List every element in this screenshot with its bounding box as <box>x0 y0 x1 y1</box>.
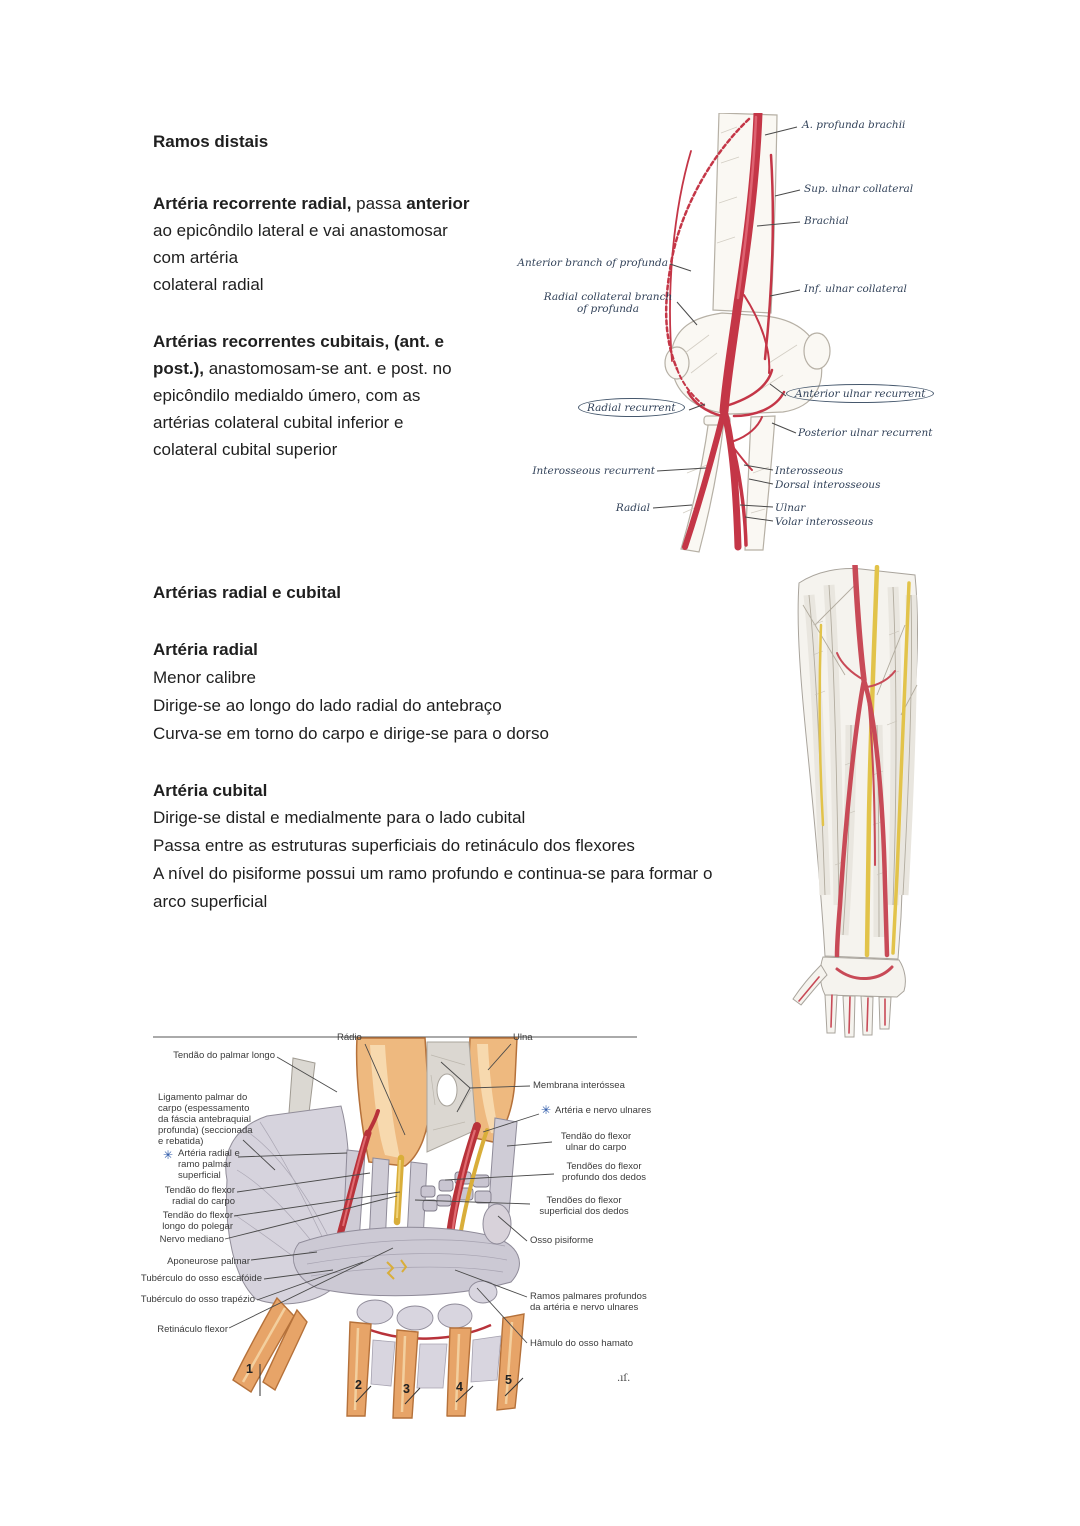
asterisk-icon: ✳ <box>541 1103 552 1117</box>
bold-run: Artéria recorrente radial, <box>153 194 352 213</box>
fig3-label-tendoes-flexor-superficial: Tendões do flexor superficial dos dedos <box>539 1195 629 1217</box>
text-run: anastomosam-se ant. e post. no <box>204 359 452 378</box>
median-nerve-path <box>864 565 880 958</box>
fig3-label-osso-pisiforme: Osso pisiforme <box>530 1235 594 1246</box>
metacarpal-number-2: 2 <box>355 1378 362 1392</box>
radial-line-3: Curva-se em torno do carpo e dirige-se p… <box>153 724 549 743</box>
bold-run: anterior <box>406 194 470 213</box>
ulnar-nerve-path <box>891 581 911 955</box>
fig1-label-anterior-branch-profunda: Anterior branch of profunda <box>517 257 668 269</box>
fig1-label-anterior-ulnar-recurrent: Anterior ulnar recurrent <box>786 384 935 403</box>
paragraph-2-line-2: post.), anastomosam-se ant. e post. no <box>153 355 452 382</box>
subheading-arteria-radial: Artéria radial <box>153 640 258 659</box>
fig1-label-radial: Radial <box>615 502 650 514</box>
paragraph-2-line-1: Artérias recorrentes cubitais, (ant. e <box>153 328 444 355</box>
radial-line-2: Dirige-se ao longo do lado radial do ant… <box>153 696 502 715</box>
hamate-hook <box>468 1280 498 1304</box>
elbow-arteries-illustration <box>652 113 831 553</box>
paragraph-2-line-4: artérias colateral cubital inferior e <box>153 413 404 432</box>
fig1-label-inf-ulnar-collateral: Inf. ulnar collateral <box>804 283 907 295</box>
fig3-label-membrana-interossea: Membrana interóssea <box>533 1080 625 1091</box>
fig3-label-arteria-radial-ramo: Artéria radial e ramo palmar superficial <box>178 1148 240 1181</box>
figure-elbow-arteries: A. profunda brachii Sup. ulnar collatera… <box>517 113 945 553</box>
palm-outline <box>819 956 906 998</box>
paragraph-2-line-5: colateral cubital superior <box>153 440 338 459</box>
heading-ramos-distais: Ramos distais <box>153 132 269 151</box>
fig1-label-ulnar: Ulnar <box>775 502 806 514</box>
bold-run: post.), <box>153 359 204 378</box>
fig1-label-sup-ulnar-collateral: Sup. ulnar collateral <box>804 183 914 195</box>
fig3-label-tendoes-flexor-profundo: Tendões do flexor profundo dos dedos <box>562 1161 646 1183</box>
cubital-line-1: Dirige-se distal e medialmente para o la… <box>153 808 526 827</box>
cubital-line-4: arco superficial <box>153 892 268 911</box>
asterisk-icon: ✳ <box>163 1148 174 1162</box>
metacarpal-number-5: 5 <box>505 1373 512 1387</box>
ulnar-artery-path <box>720 407 742 551</box>
fig1-label-radial-recurrent: Radial recurrent <box>578 398 685 417</box>
fig3-label-retinaculo-flexor: Retináculo flexor <box>157 1324 228 1335</box>
fig3-label-tendao-flexor-polegar: Tendão do flexor longo do polegar <box>162 1210 233 1232</box>
subheading-arteria-cubital: Artéria cubital <box>153 781 268 800</box>
bold-run: Artérias recorrentes cubitais, (ant. e <box>153 332 445 351</box>
brachial-continuation-path <box>852 565 867 683</box>
fig3-label-ligamento-palmar: Ligamento palmar do carpo (espessamento … <box>158 1092 253 1147</box>
radial-artery-path <box>682 408 727 550</box>
fig1-label-a-profunda-brachii: A. profunda brachii <box>802 119 906 131</box>
fig1-label-brachial: Brachial <box>804 215 849 227</box>
forearm-arteries-illustration <box>792 565 918 1038</box>
radial-line-1: Menor calibre <box>153 668 256 687</box>
figure-forearm-arteries <box>785 565 930 1040</box>
fig3-label-tendao-flexor-ulnar: Tendão do flexor ulnar do carpo <box>560 1131 632 1153</box>
fig1-label-volar-interosseous: Volar interosseous <box>775 516 874 528</box>
figure-wrist-hand: Tendão do palmar longo Ligamento palmar … <box>125 1030 665 1426</box>
deep-palmar-arch <box>364 1323 492 1340</box>
fig3-label-tuberculo-escafoide: Tubérculo do osso escafóide <box>140 1273 262 1284</box>
wrist-hand-illustration <box>153 1036 637 1419</box>
heading-arterias-radial-cubital: Artérias radial e cubital <box>153 583 342 602</box>
fig3-label-ramos-palmares: Ramos palmares profundos da artéria e ne… <box>530 1291 647 1313</box>
paragraph-1-line-3: com artéria <box>153 248 239 267</box>
fig1-label-interosseous-recurrent: Interosseous recurrent <box>532 465 655 477</box>
paragraph-1-line-4: colateral radial <box>153 275 264 294</box>
metacarpal-number-4: 4 <box>456 1380 463 1394</box>
metacarpal-number-3: 3 <box>403 1382 410 1396</box>
radial-artery-path <box>834 677 867 959</box>
fig1-label-interosseous: Interosseous <box>775 465 844 477</box>
fig3-label-radio: Rádio <box>337 1032 362 1043</box>
cubital-line-3: A nível do pisiforme possui um ramo prof… <box>153 864 713 883</box>
cubital-line-2: Passa entre as estruturas superficiais d… <box>153 836 635 855</box>
flexor-retinaculum <box>292 1226 520 1297</box>
illustration-signature-mark: .ıſ. <box>617 1373 631 1384</box>
paragraph-2-line-3: epicôndilo medialdo úmero, com as <box>153 386 421 405</box>
ulna-bone <box>744 415 776 551</box>
fig1-label-radial-collateral-branch: Radial collateral branch of profunda <box>543 291 673 315</box>
pisiform-bone <box>482 1203 512 1245</box>
metacarpal-number-1: 1 <box>246 1362 253 1376</box>
fig3-label-tendao-flexor-radial: Tendão do flexor radial do carpo <box>164 1185 235 1207</box>
paragraph-1-line-2: ao epicôndilo lateral e vai anastomosar <box>153 221 448 240</box>
fig1-label-dorsal-interosseous: Dorsal interosseous <box>775 479 881 491</box>
fig3-label-tuberculo-trapezio: Tubérculo do osso trapézio <box>140 1294 255 1305</box>
paragraph-1-line-1: Artéria recorrente radial, passa anterio… <box>153 190 470 217</box>
humerus-shaft <box>712 113 778 314</box>
fig3-label-ulna: Ulna <box>513 1032 533 1043</box>
fig3-label-hamulo-hamato: Hâmulo do osso hamato <box>530 1338 633 1349</box>
fig3-label-aponeurose-palmar: Aponeurose palmar <box>167 1256 250 1267</box>
superficial-arch-path <box>835 965 894 981</box>
fig3-label-arteria-nervo-ulnares: Artéria e nervo ulnares <box>555 1105 652 1116</box>
fig3-label-tendao-palmar-longo: Tendão do palmar longo <box>173 1050 275 1061</box>
fig1-label-posterior-ulnar-recurrent: Posterior ulnar recurrent <box>798 427 933 439</box>
text-run: passa <box>351 194 407 213</box>
fig3-label-nervo-mediano: Nervo mediano <box>159 1234 224 1245</box>
